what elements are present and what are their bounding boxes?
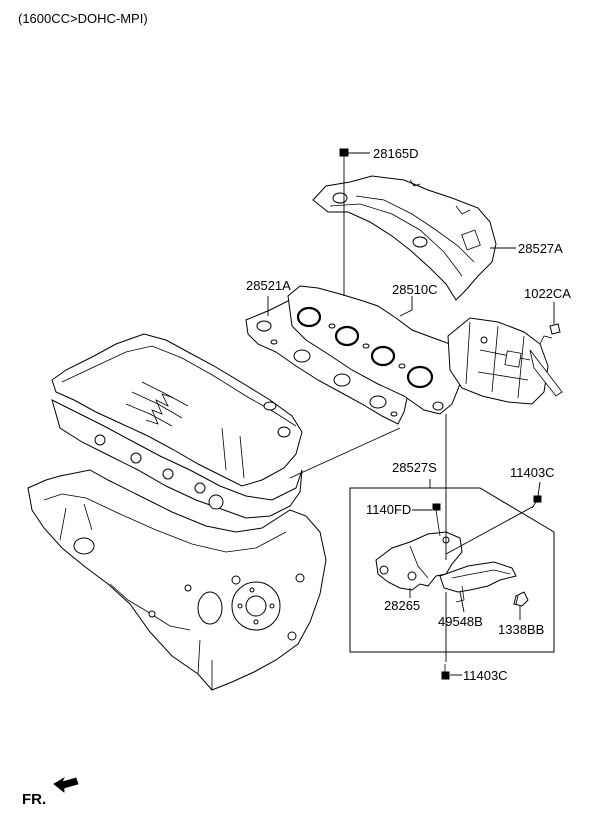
- bracket-kit-box-28527S: [349, 487, 555, 680]
- label-28527A: 28527A: [518, 241, 563, 256]
- label-49548B: 49548B: [438, 614, 483, 629]
- label-1140FD: 1140FD: [366, 502, 411, 517]
- label-28165D: 28165D: [373, 146, 419, 161]
- label-1022CA: 1022CA: [524, 286, 571, 301]
- label-11403C-bottom: 11403C: [463, 668, 508, 683]
- front-indicator: FR.: [22, 776, 79, 808]
- label-1338BB: 1338BB: [498, 622, 544, 637]
- heat-shield-28527A: [312, 175, 497, 301]
- bolt-1022CA: [549, 323, 561, 335]
- label-28265: 28265: [384, 598, 420, 613]
- label-28510C: 28510C: [392, 282, 438, 297]
- front-label: FR.: [22, 791, 46, 808]
- front-arrow-icon: [53, 776, 79, 793]
- leader-engine-to-gasket: [289, 427, 401, 479]
- leader-lines: [267, 152, 555, 676]
- manifold-catalyst-28510C: [287, 285, 563, 415]
- label-11403C-top: 11403C: [510, 465, 555, 480]
- label-28521A: 28521A: [246, 278, 291, 293]
- engine-assembly: [27, 333, 327, 691]
- engine-spec-label: (1600CC>DOHC-MPI): [18, 11, 148, 26]
- bolt-28165D: [339, 148, 349, 162]
- label-28527S: 28527S: [392, 460, 437, 475]
